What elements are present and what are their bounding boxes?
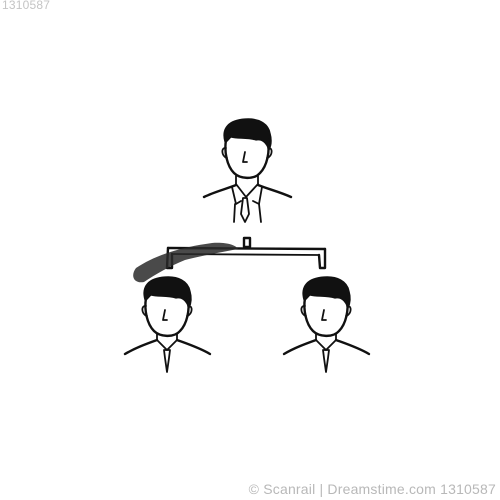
manager-person-icon — [202, 118, 293, 223]
member-right-person-icon — [282, 276, 371, 373]
watermark-top: 1310587 — [2, 0, 51, 12]
member-left-person-icon — [123, 276, 212, 373]
watermark-bottom: © Scanrail | Dreamstime.com 1310587 — [248, 481, 496, 497]
hierarchy-connector — [133, 236, 327, 283]
